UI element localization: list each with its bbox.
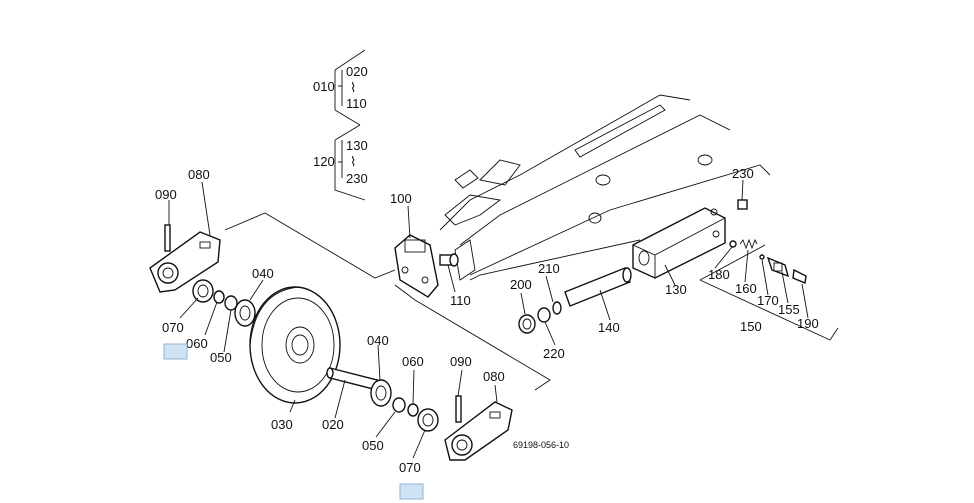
ring-060-left[interactable] bbox=[213, 290, 225, 304]
callout-230-range: 230 bbox=[346, 171, 368, 186]
ring-220[interactable] bbox=[537, 307, 551, 323]
callout-060-right[interactable]: 060 bbox=[402, 354, 424, 369]
bearing-040-lower[interactable] bbox=[370, 379, 392, 407]
assembly-outline bbox=[224, 212, 839, 391]
bearing-040-upper[interactable] bbox=[234, 299, 256, 327]
oring-210[interactable] bbox=[552, 301, 562, 315]
callout-140[interactable]: 140 bbox=[598, 320, 620, 335]
leader-lines bbox=[168, 179, 809, 459]
seal-070-right[interactable] bbox=[417, 408, 439, 432]
bracket-080-right[interactable] bbox=[444, 401, 513, 461]
pin-090-right[interactable] bbox=[455, 395, 462, 423]
idler-wheel-030[interactable] bbox=[249, 286, 341, 404]
callout-210[interactable]: 210 bbox=[538, 261, 560, 276]
rod-140[interactable] bbox=[564, 267, 632, 307]
nipple-190[interactable] bbox=[792, 268, 807, 284]
callout-010: 010 bbox=[313, 79, 335, 94]
callout-090-right[interactable]: 090 bbox=[450, 354, 472, 369]
callout-130-range: 130 bbox=[346, 138, 368, 153]
drawing-code: 69198-056-10 bbox=[513, 440, 569, 450]
callout-190[interactable]: 190 bbox=[797, 316, 819, 331]
callout-110-range: 110 bbox=[346, 96, 367, 111]
spring-160[interactable] bbox=[739, 238, 758, 250]
range-wave-2: ⌇ bbox=[350, 154, 356, 169]
callout-200[interactable]: 200 bbox=[510, 277, 532, 292]
pin-090-left[interactable] bbox=[164, 224, 171, 252]
cylinder-130[interactable] bbox=[632, 207, 726, 279]
callout-110[interactable]: 110 bbox=[450, 293, 471, 308]
callout-155[interactable]: 155 bbox=[778, 302, 800, 317]
ring-050-right[interactable] bbox=[392, 397, 406, 413]
callout-040-upper[interactable]: 040 bbox=[252, 266, 274, 281]
callout-150[interactable]: 150 bbox=[740, 319, 762, 334]
callout-220[interactable]: 220 bbox=[543, 346, 565, 361]
range-wave-1: ⌇ bbox=[350, 80, 356, 95]
seal-070-left[interactable] bbox=[192, 279, 214, 303]
callout-170[interactable]: 170 bbox=[757, 293, 779, 308]
callout-020-range: 020 bbox=[346, 64, 368, 79]
callout-040-lower[interactable]: 040 bbox=[367, 333, 389, 348]
bracket-080-left[interactable] bbox=[149, 231, 221, 293]
callout-070-right[interactable]: 070 bbox=[399, 460, 421, 475]
callout-labels: 090 080 040 070 060 050 100 110 200 210 … bbox=[155, 166, 819, 475]
callout-060-left[interactable]: 060 bbox=[186, 336, 208, 351]
ball-180[interactable] bbox=[729, 240, 737, 248]
bolt-110[interactable] bbox=[439, 253, 459, 267]
callout-160[interactable]: 160 bbox=[735, 281, 757, 296]
callout-070-left[interactable]: 070 bbox=[162, 320, 184, 335]
callout-050-left[interactable]: 050 bbox=[210, 350, 232, 365]
hotspot-070-left[interactable] bbox=[163, 343, 188, 360]
hotspot-070-right[interactable] bbox=[399, 483, 424, 500]
legend-group: 010 020 ⌇ 110 120 130 ⌇ 230 bbox=[313, 49, 368, 201]
seal-200[interactable] bbox=[518, 314, 536, 334]
callout-020[interactable]: 020 bbox=[322, 417, 344, 432]
valve-155[interactable] bbox=[766, 256, 790, 278]
plug-230[interactable] bbox=[737, 199, 748, 210]
plate-100[interactable] bbox=[394, 234, 439, 298]
callout-100[interactable]: 100 bbox=[390, 191, 412, 206]
ring-060-right[interactable] bbox=[407, 403, 419, 417]
callout-080-left[interactable]: 080 bbox=[188, 167, 210, 182]
fitting-170[interactable] bbox=[759, 254, 765, 260]
callout-130[interactable]: 130 bbox=[665, 282, 687, 297]
callout-080-right[interactable]: 080 bbox=[483, 369, 505, 384]
callout-090-left[interactable]: 090 bbox=[155, 187, 177, 202]
callout-050-right[interactable]: 050 bbox=[362, 438, 384, 453]
callout-120: 120 bbox=[313, 154, 335, 169]
callout-180[interactable]: 180 bbox=[708, 267, 730, 282]
callout-030[interactable]: 030 bbox=[271, 417, 293, 432]
callout-230[interactable]: 230 bbox=[732, 166, 754, 181]
track-frame bbox=[439, 94, 771, 281]
